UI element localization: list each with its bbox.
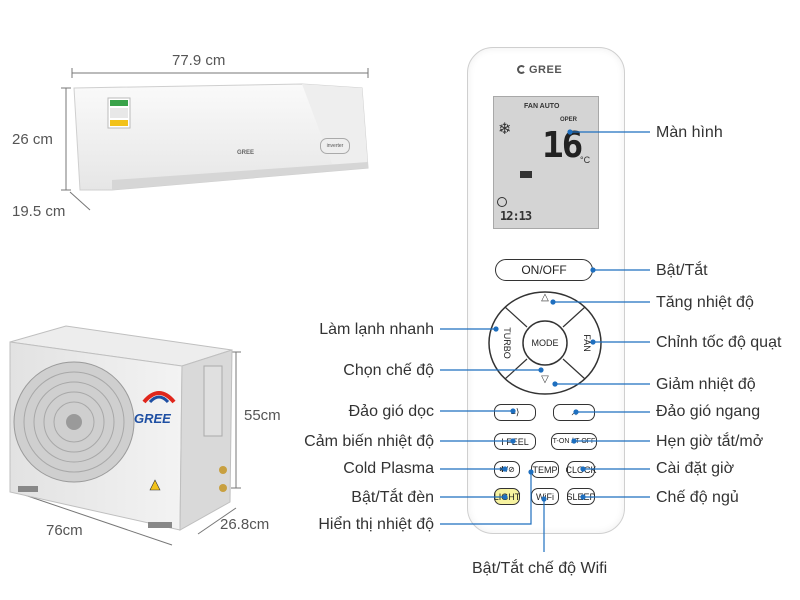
wifi-button[interactable]: WiFi <box>531 488 559 505</box>
temp-down-button[interactable]: ▽ <box>530 374 560 394</box>
vertical-swing-button[interactable]: ≡⟩ <box>494 404 536 421</box>
label-dao-gio-doc: Đảo gió dọc <box>348 403 434 420</box>
clock-button[interactable]: CLOCK <box>565 461 597 478</box>
temp-up-button[interactable]: △ <box>530 292 560 312</box>
label-bat-tat: Bật/Tắt <box>656 262 708 279</box>
remote-logo-icon <box>517 65 526 74</box>
dpad <box>488 291 602 395</box>
cold-plasma-icon: ✱/⊘ <box>499 465 515 474</box>
label-cold-plasma: Cold Plasma <box>343 460 434 477</box>
inverter-badge: inverter <box>320 138 350 154</box>
label-chon-che-do: Chọn chế độ <box>343 362 434 379</box>
remote-brand-logo: GREE <box>517 64 562 76</box>
label-tang-nhiet-do: Tăng nhiệt độ <box>656 294 754 311</box>
wifi-label: WiFi <box>536 491 554 502</box>
triangle-down-icon: ▽ <box>541 374 549 385</box>
snowflake-icon: ❄ <box>498 121 512 138</box>
battery-icon <box>520 171 532 178</box>
label-bat-tat-wifi: Bật/Tắt chế độ Wifi <box>472 560 608 577</box>
label-man-hinh: Màn hình <box>656 124 723 141</box>
label-dao-gio-ngang: Đảo gió ngang <box>656 403 761 420</box>
sleep-label: SLEEP <box>566 491 596 502</box>
label-lam-lanh-nhanh: Làm lạnh nhanh <box>319 321 434 338</box>
gree-logo-icon <box>142 391 176 404</box>
fan-label: FAN <box>582 334 592 352</box>
outdoor-height-label: 55cm <box>244 407 281 424</box>
cold-plasma-button[interactable]: ✱/⊘ <box>494 461 520 478</box>
label-hen-gio-tat-mo: Hẹn giờ tắt/mở <box>656 433 764 450</box>
label-giam-nhiet-do: Giảm nhiệt độ <box>656 376 756 393</box>
label-che-do-ngu: Chế độ ngủ <box>656 489 739 506</box>
vertical-swing-icon: ≡⟩ <box>510 407 520 417</box>
display-clock: 12:13 <box>500 209 532 223</box>
outdoor-width-label: 76cm <box>46 522 83 539</box>
display-temperature: 16 <box>542 125 583 166</box>
mode-button[interactable]: MODE <box>525 335 565 351</box>
turbo-label: TURBO <box>502 327 512 359</box>
horizontal-swing-button[interactable]: ⩘ <box>553 404 595 421</box>
remote-brand-text: GREE <box>529 64 563 76</box>
remote-display: FAN AUTO ❄ OPER 16 °C 12:13 <box>493 96 599 229</box>
sleep-button[interactable]: SLEEP <box>566 488 596 505</box>
mode-label: MODE <box>531 338 559 348</box>
on-off-button[interactable]: ON/OFF <box>495 259 593 281</box>
clock-icon <box>497 197 507 207</box>
triangle-up-icon: △ <box>541 292 549 303</box>
outdoor-unit-body <box>9 325 233 531</box>
indoor-width-label: 77.9 cm <box>172 52 226 69</box>
timer-label: T-ON / T-OFF <box>552 438 596 445</box>
light-button[interactable]: LIGHT <box>494 488 520 505</box>
label-hien-thi-nhiet-do: Hiển thị nhiệt độ <box>318 516 434 533</box>
temp-label: TEMP <box>532 464 558 475</box>
label-cai-dat-gio: Cài đặt giờ <box>656 460 735 477</box>
display-oper: OPER <box>560 117 578 123</box>
horizontal-swing-icon: ⩘ <box>571 407 577 417</box>
timer-button[interactable]: T-ON / T-OFF <box>551 433 597 450</box>
label-bat-tat-den: Bật/Tắt đèn <box>351 489 434 506</box>
on-off-label: ON/OFF <box>521 263 567 277</box>
fan-button[interactable]: FAN <box>578 321 592 365</box>
label-chinh-toc-do-quat: Chỉnh tốc độ quạt <box>656 334 782 351</box>
indoor-unit-body <box>73 83 369 191</box>
outdoor-depth-label: 26.8cm <box>220 516 270 533</box>
i-feel-button[interactable]: I FEEL <box>494 433 536 450</box>
indoor-height-label: 26 cm <box>12 131 53 148</box>
display-temp-unit: °C <box>580 155 591 165</box>
clock-label: CLOCK <box>565 464 597 475</box>
outdoor-brand-text: GREE <box>134 411 171 426</box>
turbo-button[interactable]: TURBO <box>498 321 512 365</box>
label-cam-bien-nhiet-do: Cảm biến nhiệt độ <box>304 433 434 450</box>
temp-button[interactable]: TEMP <box>531 461 559 478</box>
indoor-brand-logo: GREE <box>237 150 255 156</box>
indoor-depth-label: 19.5 cm <box>12 203 66 220</box>
light-label: LIGHT <box>493 491 521 502</box>
display-fan-auto: FAN AUTO <box>524 103 560 110</box>
i-feel-label: I FEEL <box>501 436 529 447</box>
